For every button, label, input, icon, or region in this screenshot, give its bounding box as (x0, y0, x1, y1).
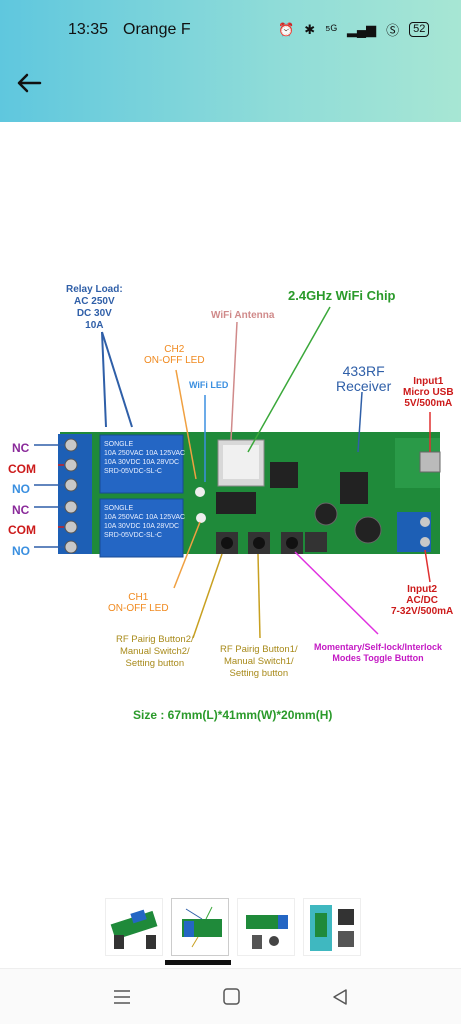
size-label: Size : 67mm(L)*41mm(W)*20mm(H) (133, 708, 333, 722)
rf-button2-label: RF Pairig Button2/Manual Switch2/Setting… (116, 634, 194, 669)
rf-button1-label: RF Pairig Button1/Manual Switch1/Setting… (220, 644, 298, 679)
thumbnail-3[interactable] (237, 898, 295, 956)
pcb-illustration (34, 306, 441, 639)
status-bar: 13:35 Orange F ⏰ ✱ ⁵ᴳ ▂▄▆ Ⓢ 52 (0, 18, 461, 44)
status-time: 13:35 (68, 21, 109, 38)
menu-icon[interactable] (110, 987, 134, 1007)
alarm-icon: ⏰ (278, 21, 295, 37)
wifi-antenna-label: WiFi Antenna (211, 310, 275, 321)
back-triangle-icon[interactable] (328, 987, 352, 1007)
wifi-chip-label: 2.4GHz WiFi Chip (288, 288, 396, 303)
thumbnail-strip (105, 898, 361, 956)
app-header: 13:35 Orange F ⏰ ✱ ⁵ᴳ ▂▄▆ Ⓢ 52 (0, 0, 461, 122)
bluetooth-icon: ✱ (304, 21, 316, 37)
thumbnail-2[interactable] (171, 898, 229, 956)
signal-icon: ⁵ᴳ (325, 22, 337, 37)
thumbnail-4[interactable] (303, 898, 361, 956)
thumbnail-1[interactable] (105, 898, 163, 956)
status-carrier: Orange F (123, 21, 191, 38)
signal-bars-icon: ▂▄▆ (346, 21, 377, 37)
terminal-labels: NC COM NO NC COM NO (8, 441, 36, 558)
battery-icon: 52 (409, 22, 430, 37)
system-nav-bar (0, 968, 461, 1024)
thumbnail-indicator (165, 960, 231, 965)
back-arrow-icon[interactable] (14, 68, 44, 98)
data-saver-icon: Ⓢ (386, 23, 400, 38)
home-icon[interactable] (219, 987, 243, 1007)
status-icons: ⏰ ✱ ⁵ᴳ ▂▄▆ Ⓢ 52 (278, 20, 430, 39)
wifi-led-label: WiFi LED (189, 380, 229, 390)
